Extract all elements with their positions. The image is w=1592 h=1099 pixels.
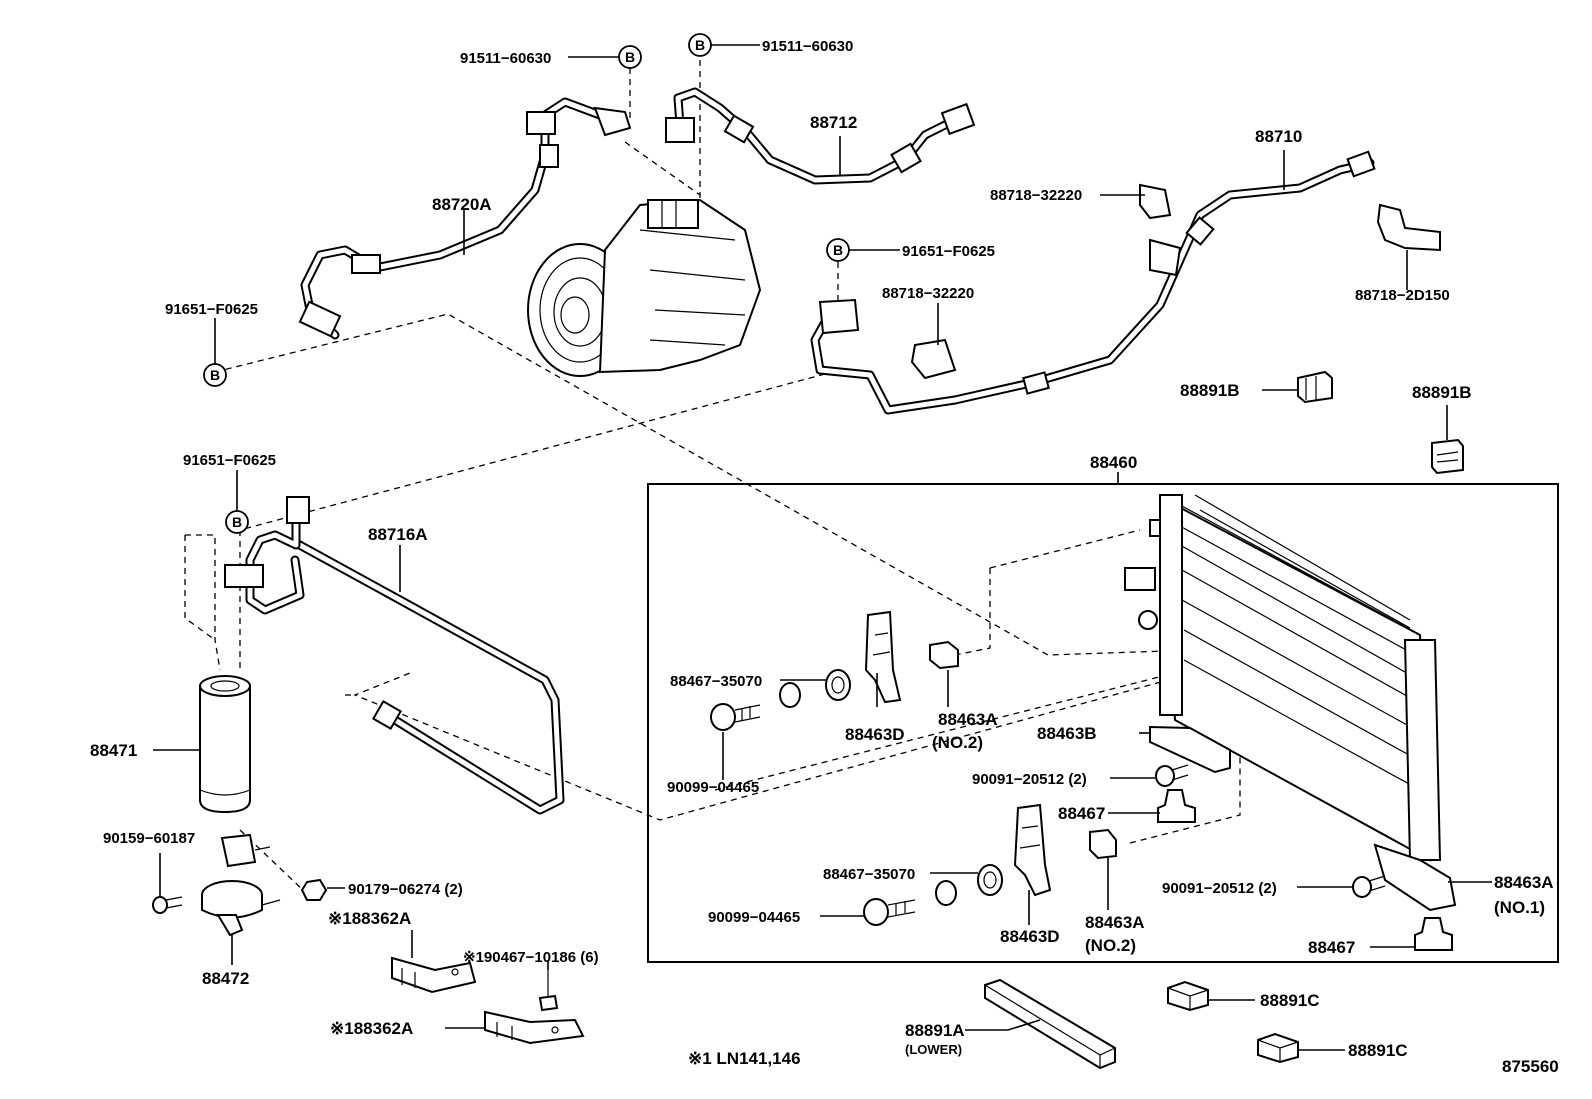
label-91511-60630-b: 91511−60630 bbox=[762, 38, 853, 55]
ref-b-3: B bbox=[826, 238, 850, 262]
label-91651-f0625-c: 91651−F0625 bbox=[183, 452, 276, 469]
figure-number: 875560 bbox=[1502, 1057, 1559, 1076]
label-88472: 88472 bbox=[202, 969, 249, 988]
pipe-88716a bbox=[224, 496, 565, 815]
svg-text:B: B bbox=[695, 37, 705, 53]
bracket-88472 bbox=[152, 833, 281, 937]
bracket-88362a-a bbox=[391, 956, 477, 994]
label-88891a-sub: (LOWER) bbox=[905, 1042, 962, 1057]
label-88718-2d150: 88718−2D150 bbox=[1355, 287, 1450, 304]
svg-text:B: B bbox=[210, 367, 220, 383]
label-91651-f0625-a: 91651−F0625 bbox=[165, 301, 258, 318]
cushion-88891c-b bbox=[1257, 1032, 1299, 1064]
label-88716a: 88716A bbox=[368, 525, 428, 544]
hose-88712 bbox=[665, 87, 976, 185]
condenser bbox=[1124, 494, 1442, 862]
label-90179-06274: 90179−06274 (2) bbox=[348, 881, 463, 898]
cushion-88891b-b bbox=[1431, 438, 1464, 475]
bracket-88362a-b bbox=[484, 1010, 585, 1045]
svg-text:B: B bbox=[232, 514, 242, 530]
ref-b-1: B bbox=[618, 45, 642, 69]
label-88362a-b: ※188362A bbox=[330, 1019, 413, 1038]
label-88471: 88471 bbox=[90, 741, 137, 760]
washer-a bbox=[779, 682, 801, 708]
receiver-dryer-88471 bbox=[199, 675, 251, 814]
label-88463a-a: 88463A bbox=[938, 710, 998, 729]
bracket-88463b bbox=[1149, 725, 1231, 774]
svg-text:B: B bbox=[625, 49, 635, 65]
label-88891c-b: 88891C bbox=[1348, 1041, 1408, 1060]
clamp-88718-b bbox=[910, 338, 957, 380]
bracket-88463a-no2-a bbox=[929, 640, 959, 670]
svg-text:B: B bbox=[833, 242, 843, 258]
cushion-88891c-a bbox=[1167, 980, 1209, 1012]
grommet-88467-b bbox=[1414, 917, 1453, 951]
label-90099-04465-b: 90099−04465 bbox=[708, 909, 800, 926]
label-88710: 88710 bbox=[1255, 127, 1302, 146]
label-88891b-b: 88891B bbox=[1412, 383, 1472, 402]
label-88467-35070-b: 88467−35070 bbox=[823, 866, 915, 883]
label-88467-b: 88467 bbox=[1308, 938, 1355, 957]
label-88362a-a: ※188362A bbox=[328, 909, 411, 928]
condenser-assembly-box bbox=[647, 483, 1559, 963]
label-88467-a: 88467 bbox=[1058, 804, 1105, 823]
nut-88467-35070-a bbox=[825, 669, 851, 701]
label-88891a: 88891A bbox=[905, 1021, 965, 1040]
label-88712: 88712 bbox=[810, 113, 857, 132]
label-88463a-c-no: (NO.1) bbox=[1494, 898, 1545, 917]
grommet-88467-a bbox=[1157, 789, 1196, 823]
leader-lines bbox=[153, 44, 1492, 1051]
label-88891b-a: 88891B bbox=[1180, 381, 1240, 400]
label-88463d-b: 88463D bbox=[1000, 927, 1060, 946]
label-88467-35070-a: 88467−35070 bbox=[670, 673, 762, 690]
ref-b-5: B bbox=[225, 510, 249, 534]
bracket-88463a-no1 bbox=[1373, 843, 1457, 912]
bolt-90099-04465-a bbox=[710, 703, 761, 731]
label-88463d-a: 88463D bbox=[845, 725, 905, 744]
label-88718-32220-a: 88718−32220 bbox=[990, 187, 1082, 204]
clamp-88718-a bbox=[1139, 183, 1172, 220]
label-90159-60187: 90159−60187 bbox=[103, 830, 195, 847]
bolt-90091-20512-b bbox=[1352, 875, 1386, 898]
cushion-88891a bbox=[984, 978, 1116, 1070]
cushion-88891b-a bbox=[1297, 370, 1333, 404]
hose-88720a bbox=[298, 97, 632, 340]
label-90467-10186: ※190467−10186 (6) bbox=[463, 949, 599, 966]
nut-90179-06274 bbox=[300, 878, 328, 901]
label-90091-20512-a: 90091−20512 (2) bbox=[972, 771, 1087, 788]
label-88463a-a-no: (NO.2) bbox=[932, 733, 983, 752]
bracket-88463d-a bbox=[864, 610, 902, 704]
ref-b-4: B bbox=[203, 363, 227, 387]
label-90099-04465-a: 90099−04465 bbox=[667, 779, 759, 796]
label-88463b: 88463B bbox=[1037, 724, 1097, 743]
label-90091-20512-b: 90091−20512 (2) bbox=[1162, 880, 1277, 897]
bolt-90091-20512-a bbox=[1155, 764, 1189, 787]
clamp-88718-2d150 bbox=[1376, 203, 1441, 252]
compressor bbox=[527, 198, 762, 377]
screw-90467-10186 bbox=[538, 970, 559, 1012]
washer-b bbox=[935, 880, 957, 906]
bolt-90099-04465-b bbox=[863, 898, 916, 926]
label-88463a-b-no: (NO.2) bbox=[1085, 936, 1136, 955]
nut-88467-35070-b bbox=[977, 864, 1003, 896]
label-88891c-a: 88891C bbox=[1260, 991, 1320, 1010]
label-91511-60630-a: 91511−60630 bbox=[460, 50, 551, 67]
bracket-88463a-no2-b bbox=[1089, 828, 1117, 860]
label-88463a-c: 88463A bbox=[1494, 873, 1554, 892]
label-88720a: 88720A bbox=[432, 195, 492, 214]
bracket-88463d-b bbox=[1013, 803, 1052, 897]
label-88718-32220-b: 88718−32220 bbox=[882, 285, 974, 302]
label-88463a-b: 88463A bbox=[1085, 913, 1145, 932]
ref-b-2: B bbox=[688, 33, 712, 57]
pipe-88710 bbox=[810, 150, 1376, 415]
footnote: ※1 LN141,146 bbox=[688, 1049, 801, 1068]
label-91651-f0625-b: 91651−F0625 bbox=[902, 243, 995, 260]
label-88460: 88460 bbox=[1090, 453, 1137, 472]
